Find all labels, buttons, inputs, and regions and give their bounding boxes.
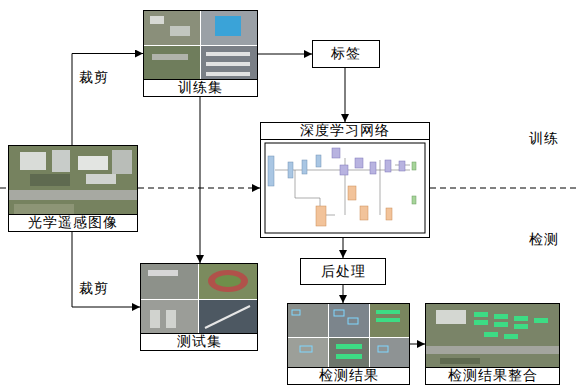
network-schematic — [265, 143, 425, 233]
remote-sensing-image — [9, 146, 137, 216]
flow-arrow — [410, 344, 425, 345]
flow-arrow — [343, 238, 344, 258]
integrated-result-image — [426, 304, 559, 368]
divider-line — [430, 188, 580, 189]
flow-arrow — [138, 188, 260, 189]
phase-label: 检测 — [528, 232, 560, 248]
flow-arrow — [72, 232, 140, 307]
node-label: 训练集 — [144, 79, 257, 96]
result-panel: 检测结果 — [287, 303, 410, 385]
node-label: 检测结果 — [288, 367, 409, 384]
node-label: 检测结果整合 — [426, 367, 559, 384]
flow-arrow — [345, 68, 346, 122]
result-panel: 检测结果整合 — [425, 303, 560, 385]
dataset-panel: 训练集 — [143, 10, 258, 97]
flow-arrow — [200, 97, 201, 263]
node-label: 深度学习网络 — [261, 123, 429, 140]
image-panel: 光学遥感图像 — [8, 145, 138, 232]
training-thumbnails — [144, 11, 257, 79]
phase-label: 训练 — [528, 131, 560, 147]
node-label: 标签 — [331, 45, 361, 63]
node-label: 后处理 — [321, 263, 366, 281]
edge-label: 裁剪 — [78, 281, 110, 297]
divider-line — [0, 188, 8, 189]
network-panel: 深度学习网络 — [260, 122, 430, 238]
node-label: 光学遥感图像 — [9, 214, 137, 231]
process-box: 标签 — [312, 40, 380, 68]
flow-arrow — [343, 285, 344, 303]
node-label: 测试集 — [141, 333, 257, 350]
test-thumbnails — [141, 264, 257, 335]
flow-arrow — [258, 54, 312, 55]
edge-label: 裁剪 — [78, 70, 110, 86]
detection-thumbnails — [288, 304, 409, 368]
process-box: 后处理 — [300, 258, 386, 285]
flow-arrow — [72, 54, 143, 146]
dataset-panel: 测试集 — [140, 263, 258, 351]
